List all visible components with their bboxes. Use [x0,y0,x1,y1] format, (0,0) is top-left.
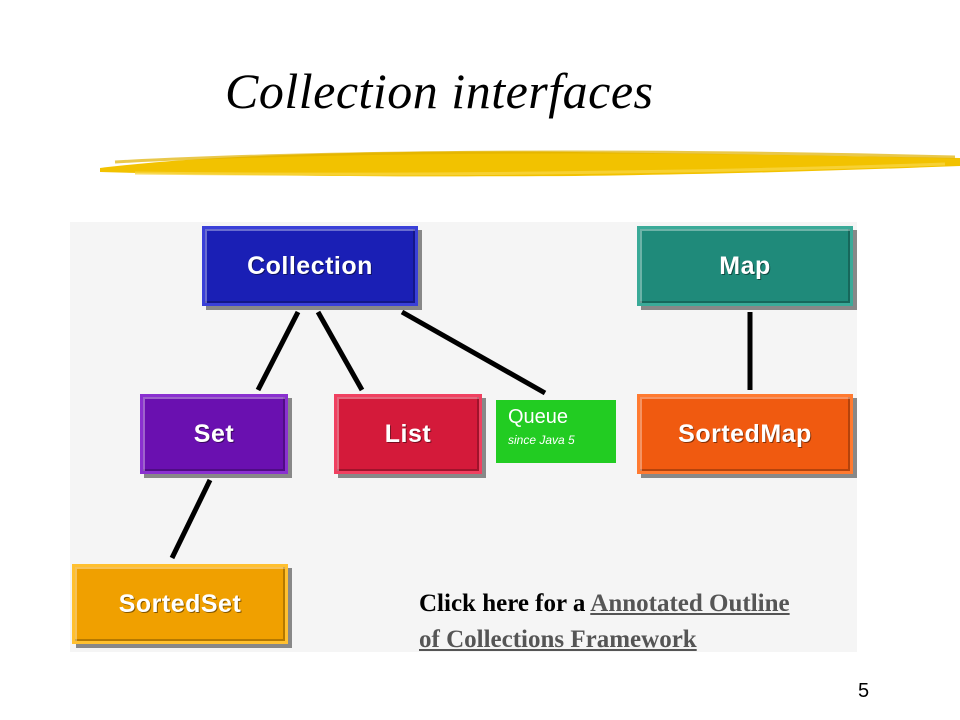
map-box: Map [637,226,853,306]
queue-since-note: since Java 5 [508,433,575,447]
list-box: List [334,394,482,474]
sortedset-box: SortedSet [72,564,288,644]
page-number: 5 [858,680,870,702]
set-box: Set [140,394,288,474]
slide-title: Collection interfaces [225,63,654,119]
sortedmap-box: SortedMap [637,394,853,474]
collection-box: Collection [202,226,418,306]
brush-stroke-divider [100,150,960,177]
queue-box: Queue since Java 5 [496,400,616,463]
outline-note: Click here for a Annotated Outline of Co… [419,586,790,658]
annotated-outline-link[interactable]: Annotated Outline [590,590,790,617]
collections-framework-link[interactable]: of Collections Framework [419,626,697,653]
note-prefix: Click here for a [419,590,591,617]
queue-label: Queue [508,406,569,428]
